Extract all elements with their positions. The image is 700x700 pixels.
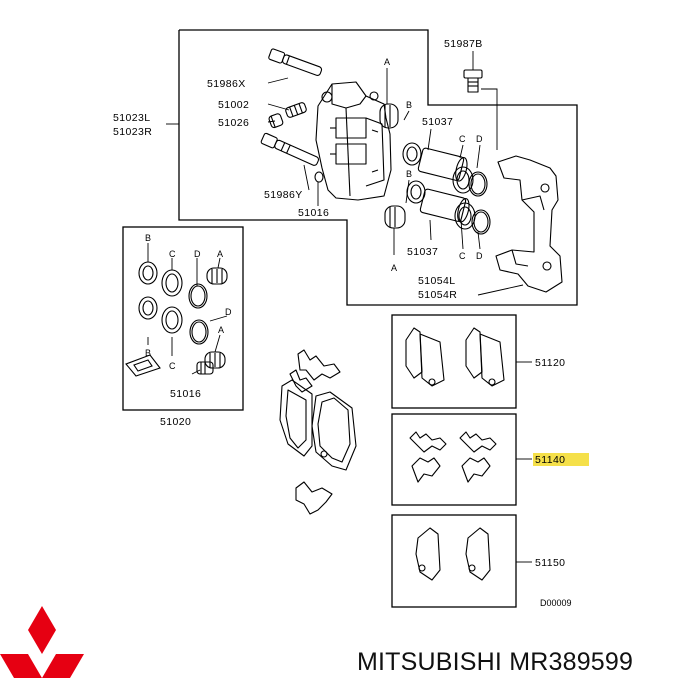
label-diagram-code: D00009 <box>540 598 572 608</box>
pad-shim-51150-artwork <box>415 527 491 581</box>
label-51140: 51140 <box>535 454 565 466</box>
guide-pin-51986x <box>268 48 323 76</box>
label-51023l: 51023L <box>113 112 150 124</box>
label-51023r: 51023R <box>113 126 152 138</box>
diagram-frames <box>122 29 578 608</box>
kit-letter-b-1: B <box>145 233 151 243</box>
part-labels: 51987B 51986X 51002 51026 51023L 51023R … <box>113 38 572 608</box>
label-51150: 51150 <box>535 557 565 569</box>
label-51054r: 51054R <box>418 289 457 301</box>
caliper-assembly-frame <box>178 29 578 306</box>
bushing-51002 <box>285 102 307 118</box>
kit-letter-d-1: D <box>194 249 201 259</box>
guide-pin-51986y <box>260 132 320 166</box>
bleeder-51026 <box>268 113 284 129</box>
letter-d-top: D <box>476 134 483 144</box>
caliper-parts-artwork <box>260 48 563 293</box>
boot-a-bottom <box>384 205 406 229</box>
label-51054l: 51054L <box>418 275 455 287</box>
label-51016-kit: 51016 <box>170 388 201 400</box>
label-51986y: 51986Y <box>264 189 303 201</box>
letter-c-top: C <box>459 134 466 144</box>
label-51037-bottom: 51037 <box>407 246 438 258</box>
kit-letter-a-1: A <box>217 249 223 259</box>
leader-lines <box>147 51 532 563</box>
label-51026: 51026 <box>218 117 249 129</box>
label-51016-top: 51016 <box>298 207 329 219</box>
seal-kit-artwork <box>125 261 228 377</box>
seal-d-top <box>468 171 488 197</box>
shim-kit-51140-artwork <box>409 431 497 483</box>
seal-d-bottom <box>471 209 491 235</box>
label-51986x: 51986X <box>207 78 246 90</box>
piston-51037-bottom <box>419 188 470 223</box>
kit-letter-c-1: C <box>169 249 176 259</box>
kit-letter-c-2: C <box>169 361 176 371</box>
label-51120: 51120 <box>535 357 565 369</box>
letter-b-top: B <box>406 100 412 110</box>
grease-packet <box>125 354 161 377</box>
pad-shim-frame <box>391 514 517 608</box>
brand-part-number: MITSUBISHI MR389599 <box>357 648 634 676</box>
kit-letter-b-2: B <box>145 348 151 358</box>
boot-a-top <box>379 103 399 129</box>
letter-a-top: A <box>384 57 390 67</box>
letter-c-bottom: C <box>459 251 466 261</box>
label-51987b: 51987B <box>444 38 483 50</box>
caliper-body <box>315 81 392 201</box>
caliper-bracket-51054 <box>495 155 563 293</box>
shim-kit-frame <box>391 413 517 506</box>
component-letters: A B C D B C D A B C D A D A B C <box>145 57 483 371</box>
highlight-51140 <box>533 453 589 466</box>
letter-d-bottom: D <box>476 251 483 261</box>
label-51002: 51002 <box>218 99 249 111</box>
label-51037-top: 51037 <box>422 116 453 128</box>
letter-b-bottom: B <box>406 169 412 179</box>
piston-51037-top <box>417 147 468 182</box>
kit-letter-a-2: A <box>218 325 224 335</box>
seal-kit-frame <box>122 226 244 411</box>
center-pad-artwork <box>279 349 357 515</box>
pad-set-51120-artwork <box>405 327 505 387</box>
letter-a-bottom: A <box>391 263 397 273</box>
pad-set-frame <box>391 314 517 409</box>
kit-letter-d-2: D <box>225 307 232 317</box>
mitsubishi-logo <box>0 606 84 678</box>
label-51020: 51020 <box>160 416 191 428</box>
cap-51016 <box>314 171 324 183</box>
bolt-51987b <box>463 69 483 93</box>
ring-b-top <box>402 142 422 166</box>
